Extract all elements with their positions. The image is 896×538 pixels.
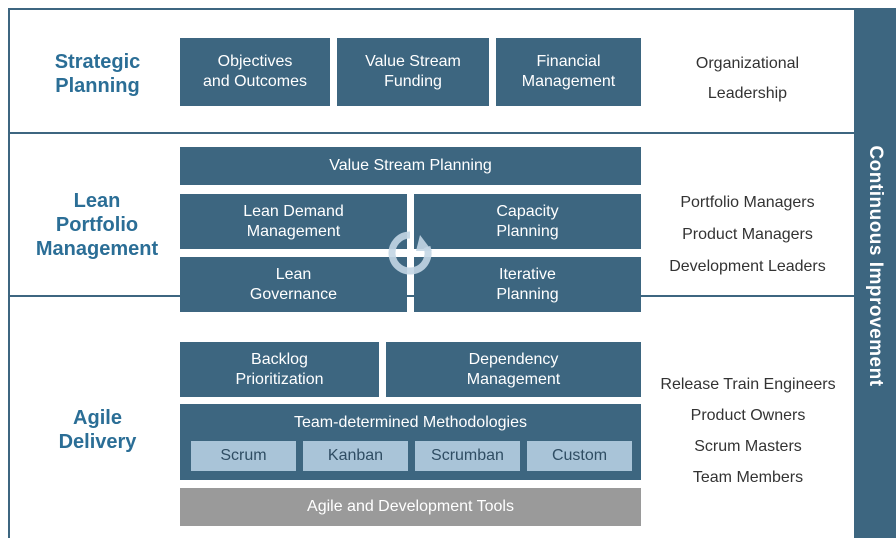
title-line: Strategic bbox=[54, 51, 141, 73]
role: Portfolio Managers bbox=[680, 194, 815, 211]
lean-portfolio-management-title: Lean Portfolio Management bbox=[22, 189, 172, 261]
title-line: Agile bbox=[73, 407, 122, 429]
role: Scrum Masters bbox=[694, 438, 802, 455]
custom-chip: Custom bbox=[527, 441, 632, 471]
scrum-chip: Scrum bbox=[191, 441, 296, 471]
strategic-planning-title: Strategic Planning bbox=[30, 50, 165, 98]
agile-delivery-title: Agile Delivery bbox=[30, 406, 165, 454]
title-line: Portfolio bbox=[55, 214, 139, 236]
role: Product Managers bbox=[682, 226, 813, 243]
iterative-planning-box: Iterative Planning bbox=[414, 257, 641, 312]
title-line: Lean bbox=[73, 190, 121, 212]
role: Team Members bbox=[692, 469, 804, 486]
value-stream-funding-box: Value Stream Funding bbox=[337, 38, 489, 106]
role: Leadership bbox=[707, 85, 788, 102]
continuous-improvement-bar bbox=[854, 8, 896, 538]
agile-roles: Release Train Engineers Product Owners S… bbox=[648, 369, 848, 493]
cycle-arrow-icon bbox=[388, 231, 432, 275]
role: Organizational bbox=[695, 55, 800, 72]
capacity-planning-box: Capacity Planning bbox=[414, 194, 641, 249]
lean-governance-box: Lean Governance bbox=[180, 257, 407, 312]
dependency-management-box: Dependency Management bbox=[386, 342, 641, 397]
role: Product Owners bbox=[690, 407, 806, 424]
value-stream-planning-box: Value Stream Planning bbox=[180, 147, 641, 185]
methodologies-label: Team-determined Methodologies bbox=[293, 414, 527, 431]
diagram-frame bbox=[8, 8, 854, 538]
agile-tools-box: Agile and Development Tools bbox=[180, 488, 641, 526]
role: Release Train Engineers bbox=[660, 376, 836, 393]
title-line: Management bbox=[35, 238, 159, 260]
title-line: Planning bbox=[55, 75, 140, 97]
lpm-roles: Portfolio Managers Product Managers Deve… bbox=[655, 187, 840, 283]
backlog-prioritization-box: Backlog Prioritization bbox=[180, 342, 379, 397]
scrumban-chip: Scrumban bbox=[415, 441, 520, 471]
objectives-outcomes-box: Objectives and Outcomes bbox=[180, 38, 330, 106]
role: Development Leaders bbox=[669, 258, 826, 275]
financial-management-box: Financial Management bbox=[496, 38, 641, 106]
kanban-chip: Kanban bbox=[303, 441, 408, 471]
continuous-improvement-label: Continuous Improvement bbox=[865, 145, 886, 387]
strategic-roles: Organizational Leadership bbox=[655, 49, 840, 109]
title-line: Delivery bbox=[58, 431, 137, 453]
section-divider bbox=[8, 132, 854, 134]
lean-demand-management-box: Lean Demand Management bbox=[180, 194, 407, 249]
